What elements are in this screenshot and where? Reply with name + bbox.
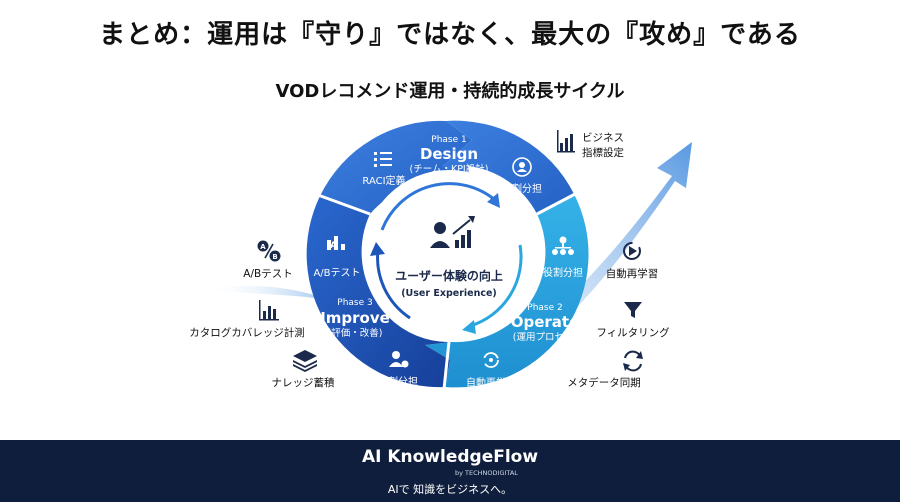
phase2-item-retrain: 自動再学習: [466, 376, 516, 389]
segment-design-left[interactable]: [320, 120, 473, 214]
phase1-number: Phase 1: [431, 135, 466, 145]
phase2-detail: (運用プロセス): [513, 332, 577, 343]
center-circle: [363, 170, 535, 342]
phase3-number: Phase 3: [337, 298, 372, 308]
segment-operate[interactable]: [425, 194, 589, 388]
center-subtitle: (User Experience): [401, 288, 497, 299]
right-item-retrain: 自動再学習: [606, 267, 659, 280]
growth-arrow: [455, 142, 692, 392]
phase3-item-abtest: A/Bテスト: [313, 268, 360, 279]
center-title: ユーザー体験の向上: [395, 268, 503, 283]
phase3-item-roles: 役割分担: [378, 375, 418, 388]
phase1-item-roles: 役割分担: [502, 182, 542, 195]
svg-text:A: A: [330, 241, 337, 251]
business-kpi-icon: [557, 130, 575, 153]
phase1-item-raci: RACI定義: [362, 174, 405, 187]
footer-by-line: by TECHNODIGITAL: [455, 469, 518, 477]
layers-icon: [293, 350, 317, 372]
retrain-cycle-icon: [483, 352, 499, 368]
ab-test-icon: A B: [257, 240, 281, 262]
page-title: まとめ：運用は『守り』ではなく、最大の『攻め』である: [99, 20, 801, 50]
footer-tagline: AIで 知識をビジネスへ。: [387, 483, 513, 496]
left-item-coverage: カタログカバレッジ計測: [189, 326, 305, 339]
phase3-name: Improve: [320, 309, 390, 327]
phase2-item-roles: 役割分担: [543, 266, 583, 279]
role-cycle-icon: [512, 157, 532, 177]
person-badge-icon: [389, 351, 409, 368]
coverage-chart-icon: [259, 300, 279, 321]
business-kpi-label-2: 指標設定: [582, 146, 624, 159]
filter-icon: [624, 302, 642, 318]
phase2-name: Operate: [511, 313, 580, 331]
org-chart-icon: [552, 236, 574, 255]
footer-brand: AI KnowledgeFlow: [361, 447, 539, 467]
segment-design[interactable]: [443, 120, 574, 214]
retrain-play-icon: [623, 242, 641, 260]
svg-text:B: B: [272, 253, 277, 261]
phase3-detail: (評価・改善): [328, 327, 383, 339]
swoosh-decoration: [205, 285, 330, 300]
left-item-abtest: A/Bテスト: [243, 268, 292, 280]
sync-icon: [623, 350, 643, 372]
checklist-icon: [374, 152, 392, 167]
phase1-detail: (チーム・KPI設計): [410, 163, 489, 175]
right-item-filtering: フィルタリング: [596, 326, 670, 339]
business-kpi-label-1: ビジネス: [582, 132, 624, 144]
segment-improve[interactable]: [306, 196, 452, 388]
diagram-subtitle: VODレコメンド運用・持続的成長サイクル: [275, 81, 625, 102]
svg-text:A: A: [260, 243, 266, 251]
footer-bar: AI KnowledgeFlow by TECHNODIGITAL AIで 知識…: [0, 440, 900, 502]
bar-chart-icon: A: [327, 236, 345, 251]
right-item-metadata-sync: メタデータ同期: [567, 376, 641, 389]
phase1-name: Design: [420, 145, 478, 163]
growth-cycle-diagram: ユーザー体験の向上 (User Experience) Phase 1 Desi…: [189, 120, 692, 392]
left-item-knowledge: ナレッジ蓄積: [272, 376, 335, 389]
phase2-number: Phase 2: [527, 303, 562, 313]
user-growth-icon: [430, 216, 475, 248]
